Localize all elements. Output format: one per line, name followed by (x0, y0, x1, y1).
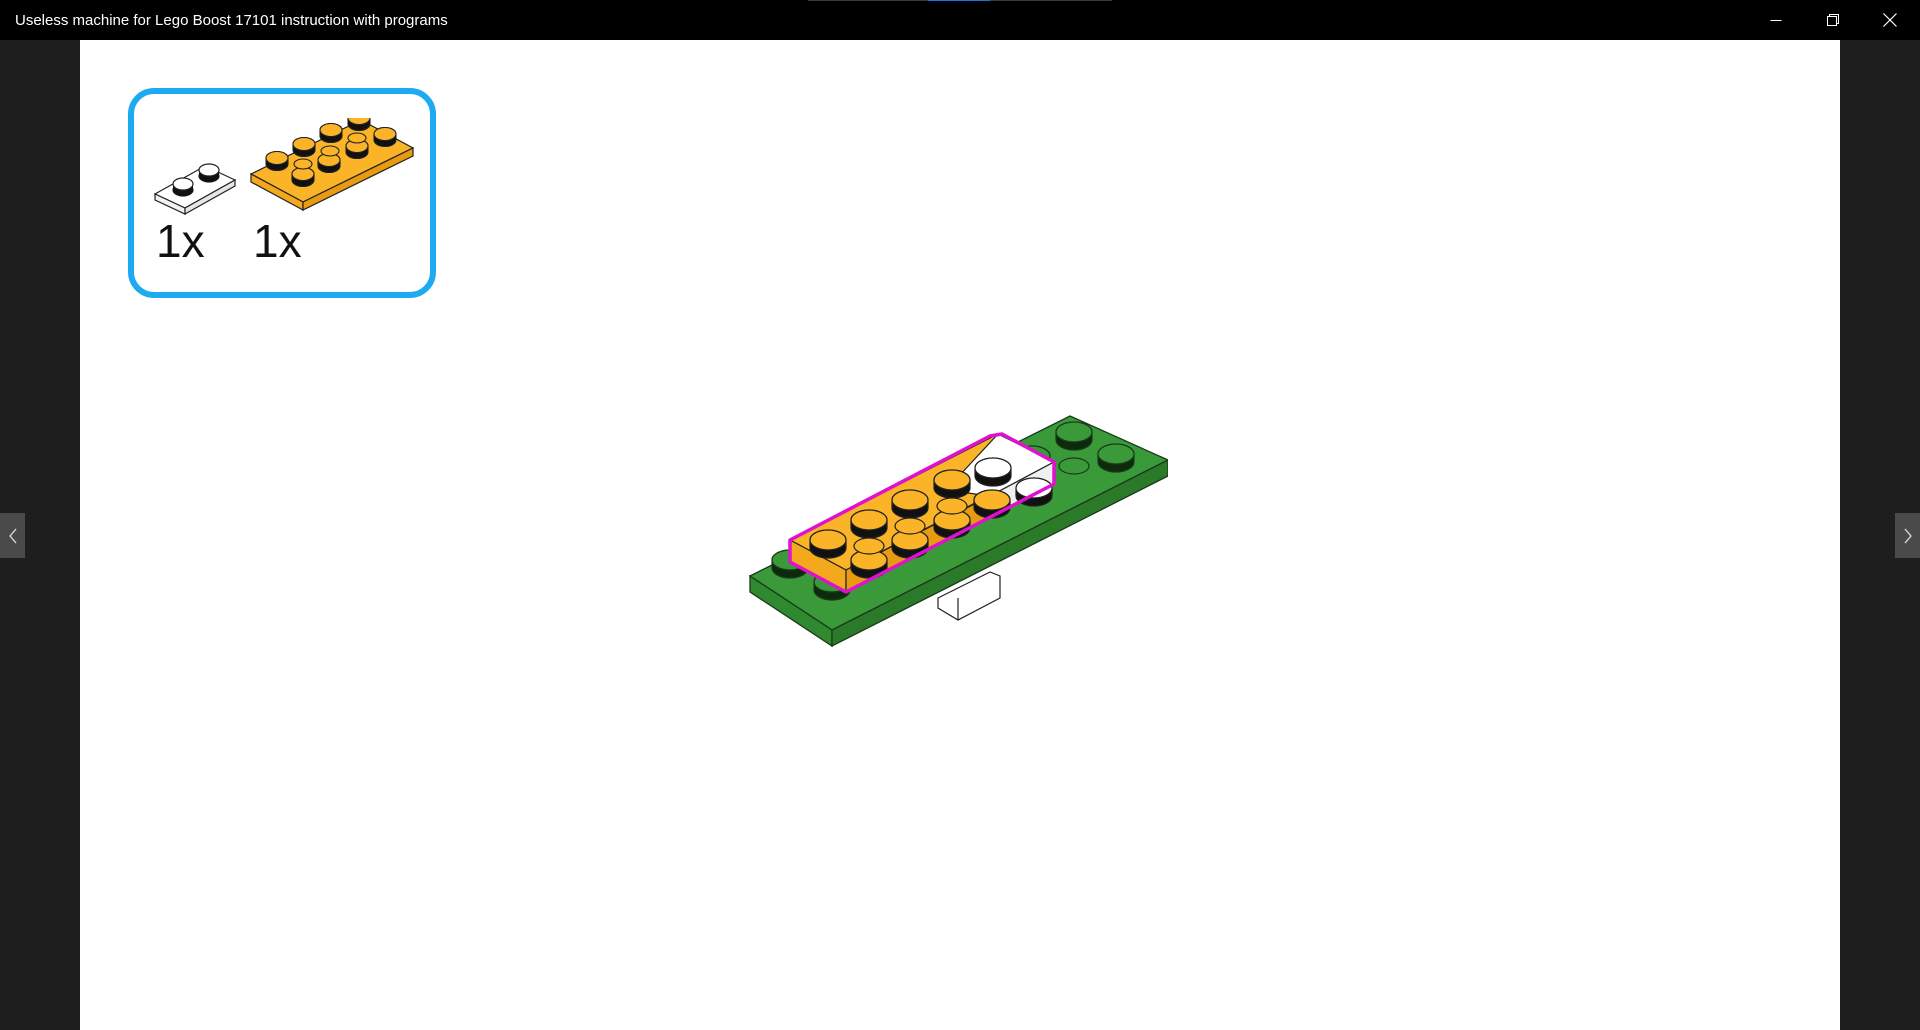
close-icon (1883, 13, 1897, 27)
drag-indicator-active (928, 0, 990, 1)
highlight-outline (788, 432, 1056, 594)
window-title: Useless machine for Lego Boost 17101 ins… (15, 12, 448, 29)
restore-button[interactable] (1805, 0, 1861, 40)
orange-plate-quantity: 1x (253, 215, 302, 267)
title-bar: Useless machine for Lego Boost 17101 ins… (0, 0, 1920, 40)
assembly-model-image (748, 415, 1168, 648)
minimize-icon (1770, 20, 1782, 21)
white-plate-1x2-image (153, 163, 237, 216)
white-plate-quantity: 1x (156, 215, 205, 267)
orange-plate-2x4-image (249, 118, 415, 212)
parts-list-box: 1x 1x (128, 88, 436, 298)
chevron-right-icon (1903, 528, 1912, 543)
next-page-button[interactable] (1895, 513, 1920, 558)
drag-indicator (808, 0, 1112, 1)
chevron-left-icon (8, 528, 17, 543)
close-button[interactable] (1862, 0, 1918, 40)
minimize-button[interactable] (1748, 0, 1804, 40)
previous-page-button[interactable] (0, 513, 25, 558)
instruction-page: 1x 1x (80, 40, 1840, 1030)
restore-icon (1827, 14, 1839, 26)
